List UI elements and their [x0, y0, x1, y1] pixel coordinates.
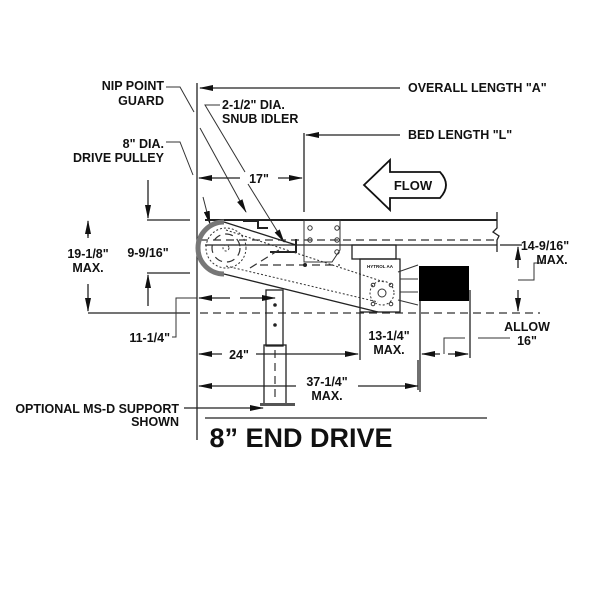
dim-13-1-4: 13-1/4" MAX.	[368, 329, 440, 357]
dim-13-label-line2: MAX.	[373, 343, 404, 357]
dim-19-1-8: 19-1/8" MAX.	[67, 180, 151, 312]
dim-13-label-line1: 13-1/4"	[368, 329, 409, 343]
drive-pulley-callout: 8" DIA. DRIVE PULLEY	[73, 137, 211, 225]
dim-11-label: 11-1/4"	[129, 331, 170, 345]
snub-idler-label-line2: SNUB IDLER	[222, 112, 298, 126]
drive-pulley-label-line1: 8" DIA.	[123, 137, 164, 151]
dim-17-label: 17"	[249, 172, 269, 186]
dim-14-label-line1: 14-9/16"	[521, 239, 569, 253]
snub-idler-label-line1: 2-1/2" DIA.	[222, 98, 285, 112]
dim-allow-16: ALLOW 16"	[443, 320, 550, 357]
drive-pulley	[195, 219, 385, 313]
break-line	[491, 212, 500, 252]
dim-14-9-16: 14-9/16" MAX.	[500, 239, 569, 312]
gear-reducer	[359, 258, 401, 313]
dim-11-1-4: 11-1/4"	[129, 295, 276, 345]
dim-37-1-4: 37-1/4" MAX.	[198, 360, 419, 403]
snub-idler-callout: 2-1/2" DIA. SNUB IDLER	[204, 98, 298, 243]
drive-unit: HYTROL AA	[351, 244, 469, 313]
support-leg	[260, 289, 295, 406]
nip-point-guard-callout: NIP POINT GUARD	[102, 79, 247, 213]
motor-plate-label: HYTROL AA	[367, 264, 394, 269]
bed-length-dimension: BED LENGTH "L"	[305, 128, 512, 142]
conveyor-bed	[200, 212, 500, 263]
extension-lines	[88, 83, 540, 440]
drive-pulley-label-line2: DRIVE PULLEY	[73, 151, 165, 165]
dim-19-label-line1: 19-1/8"	[67, 247, 108, 261]
flow-label: FLOW	[394, 178, 433, 193]
nip-point-label-line2: GUARD	[118, 94, 164, 108]
optional-support-line1: OPTIONAL MS-D SUPPORT	[15, 402, 179, 416]
idler-guard	[270, 239, 297, 253]
dim-24: 24"	[198, 348, 359, 362]
motor	[419, 266, 469, 301]
drive-mount	[351, 244, 397, 260]
dim-24-label: 24"	[229, 348, 249, 362]
flow-arrow: FLOW	[362, 157, 447, 213]
allow-label-line2: 16"	[517, 334, 537, 348]
dim-9-label: 9-9/16"	[127, 246, 168, 260]
side-plate	[303, 219, 341, 263]
dim-14-label-line2: MAX.	[536, 253, 567, 267]
optional-support-line2: SHOWN	[131, 415, 179, 429]
overall-length-label: OVERALL LENGTH "A"	[408, 81, 547, 95]
dim-37-label-line2: MAX.	[311, 389, 342, 403]
dim-19-label-line2: MAX.	[72, 261, 103, 275]
overall-length-dimension: OVERALL LENGTH "A"	[199, 81, 547, 95]
allow-label-line1: ALLOW	[504, 320, 550, 334]
diagram-title: 8” END DRIVE	[209, 423, 392, 453]
bed-length-label: BED LENGTH "L"	[408, 128, 512, 142]
nip-point-label-line1: NIP POINT	[102, 79, 165, 93]
dim-9-9-16: 9-9/16"	[127, 246, 169, 306]
dim-37-label-line1: 37-1/4"	[306, 375, 347, 389]
dim-17: 17"	[198, 172, 303, 186]
nip-guard	[243, 220, 268, 229]
optional-support-callout: OPTIONAL MS-D SUPPORT SHOWN	[15, 402, 264, 429]
